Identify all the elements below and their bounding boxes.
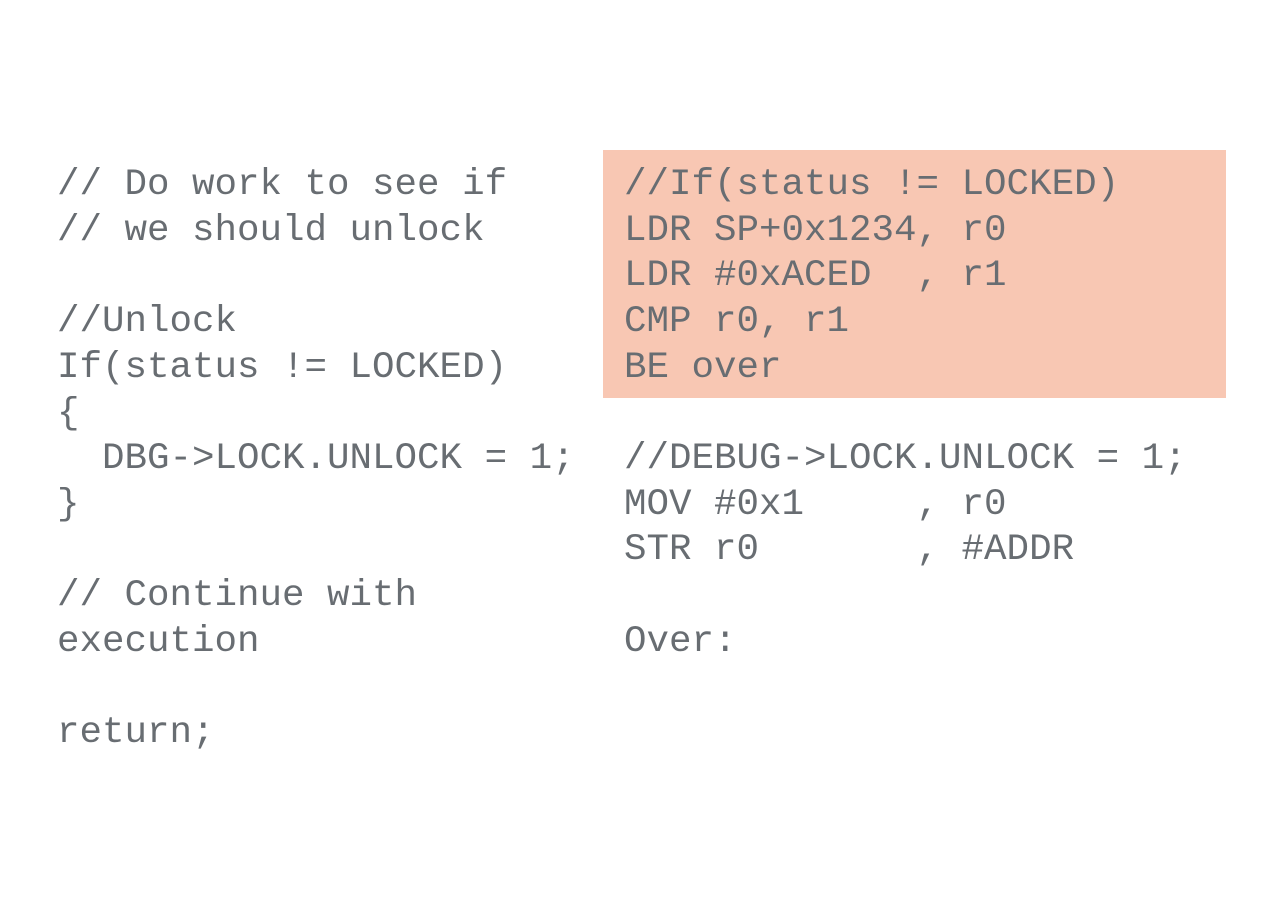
assembly-code-highlighted: //If(status != LOCKED) LDR SP+0x1234, r0… [624, 164, 1120, 389]
highlight-box [603, 150, 1226, 398]
assembly-code-continued: //DEBUG->LOCK.UNLOCK = 1; MOV #0x1 , r0 … [624, 438, 1187, 663]
c-source-code: // Do work to see if // we should unlock… [57, 164, 575, 755]
